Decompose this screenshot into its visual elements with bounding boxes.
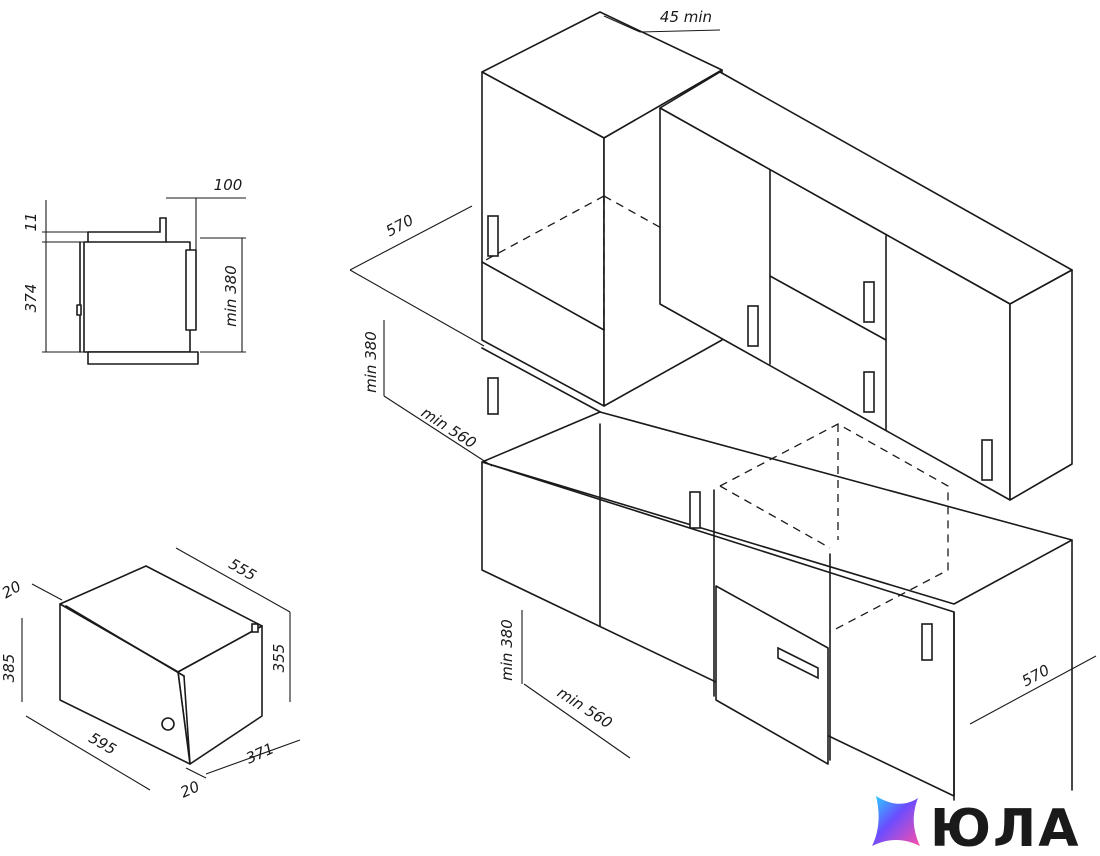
label-lower-niche-height: min 380 — [498, 619, 516, 681]
label-oven-depth-top: 555 — [226, 555, 260, 585]
label-oven-body-height: 355 — [270, 644, 288, 673]
label-side-height: 374 — [22, 284, 40, 313]
label-oven-body-depth: 371 — [243, 739, 276, 767]
label-upper-depth: 570 — [383, 211, 417, 240]
kitchen-iso-drawing — [349, 11, 1097, 801]
label-lower-niche-width: min 560 — [554, 683, 616, 732]
label-oven-frame-bottom: 20 — [178, 777, 203, 801]
label-top-gap: 11 — [22, 212, 40, 231]
label-upper-niche-width: min 560 — [418, 403, 480, 452]
label-lower-depth: 570 — [1019, 661, 1053, 690]
side-view-drawing — [42, 197, 246, 365]
label-oven-frame-front: 20 — [0, 577, 24, 602]
label-back-clearance: 100 — [214, 176, 243, 194]
label-upper-niche-height: min 380 — [362, 331, 380, 393]
brand-logo: ЮЛА — [872, 796, 1080, 856]
label-oven-frame-height: 385 — [0, 654, 18, 683]
brand-star-icon — [872, 796, 920, 846]
oven-iso-drawing — [21, 547, 301, 791]
label-vent-gap: 45 min — [660, 8, 712, 26]
brand-name: ЮЛА — [930, 799, 1080, 856]
label-side-min-opening: min 380 — [222, 265, 240, 327]
